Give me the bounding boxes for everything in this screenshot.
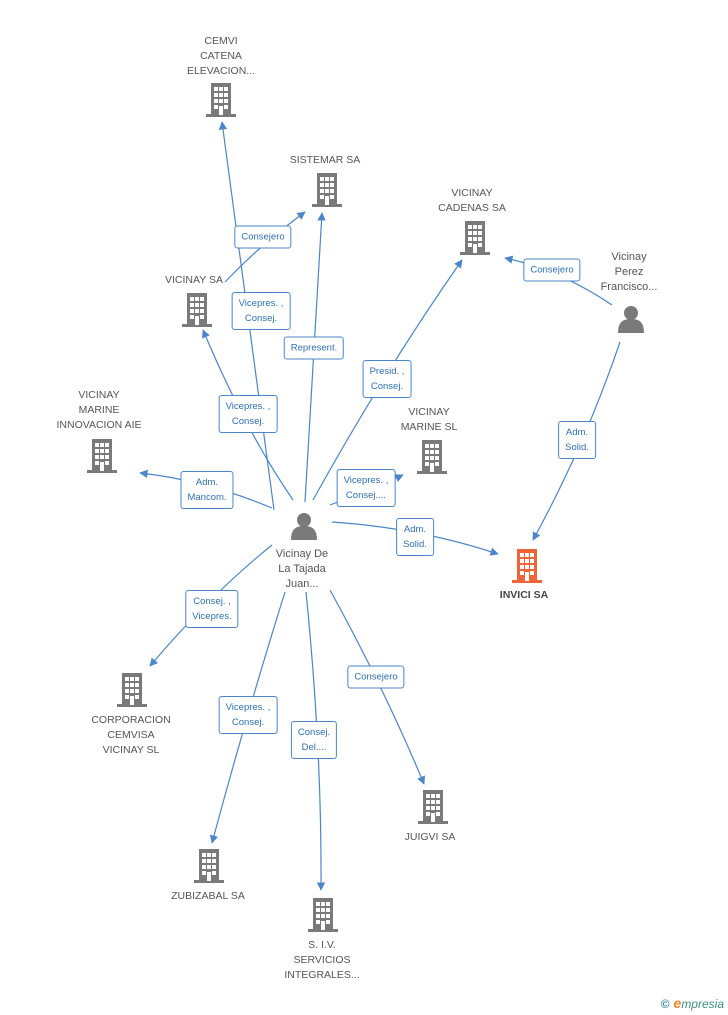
building-icon[interactable]: [206, 83, 236, 117]
edge-label-cadenas-perez[interactable]: Consejero: [523, 258, 581, 282]
building-icon[interactable]: [308, 898, 338, 932]
building-icon[interactable]: [194, 849, 224, 883]
copyright-icon: ©: [660, 997, 670, 1011]
edge-label-corporacion[interactable]: Consej. , Vicepres.: [185, 590, 239, 628]
edge-label-cemvi[interactable]: Vicepres. , Consej.: [231, 292, 291, 330]
node-label-juigvi[interactable]: JUIGVI SA: [404, 831, 456, 843]
edge-label-marine-sl[interactable]: Vicepres. , Consej....: [336, 469, 396, 507]
node-label-cemvi[interactable]: CEMVI CATENA ELEVACION...: [186, 35, 256, 77]
person-icon[interactable]: [291, 513, 317, 540]
node-label-vicinay-perez[interactable]: Vicinay Perez Francisco...: [600, 251, 658, 293]
node-label-corporacion[interactable]: CORPORACION CEMVISA VICINAY SL: [91, 714, 171, 756]
node-label-invici[interactable]: INVICI SA: [499, 589, 549, 601]
edge-label-zubizabal[interactable]: Vicepres. , Consej.: [218, 696, 278, 734]
node-label-vicinay-sa[interactable]: VICINAY SA: [165, 274, 223, 286]
edge-label-invici-juan[interactable]: Adm. Solid.: [396, 518, 434, 556]
node-label-sistemar[interactable]: SISTEMAR SA: [289, 154, 361, 166]
brand-name: mpresia: [681, 997, 724, 1011]
building-icon[interactable]: [87, 439, 117, 473]
node-label-vicinay-cadenas[interactable]: VICINAY CADENAS SA: [438, 187, 506, 214]
building-icon[interactable]: [182, 293, 212, 327]
node-label-vicinay-juan[interactable]: Vicinay De La Tajada Juan...: [275, 548, 329, 590]
icons-layer: [87, 83, 644, 932]
building-icon[interactable]: [117, 673, 147, 707]
brand-initial: e: [673, 995, 682, 1011]
edge-label-sistemar-vicinay-sa[interactable]: Consejero: [234, 225, 292, 249]
node-label-vicinay-marine-aie[interactable]: VICINAY MARINE INNOVACION AIE: [56, 389, 142, 431]
node-label-siv[interactable]: S. I.V. SERVICIOS INTEGRALES...: [284, 939, 360, 981]
node-label-zubizabal[interactable]: ZUBIZABAL SA: [171, 890, 245, 902]
edge-label-cadenas-juan[interactable]: Presid. , Consej.: [362, 360, 412, 398]
edge-label-vicinay-sa[interactable]: Vicepres. , Consej.: [218, 395, 278, 433]
edge-label-juigvi[interactable]: Consejero: [347, 665, 405, 689]
building-icon[interactable]: [460, 221, 490, 255]
person-icon[interactable]: [618, 306, 644, 333]
building-icon[interactable]: [512, 549, 542, 583]
edge-label-marine-aie[interactable]: Adm. Mancom.: [180, 471, 234, 509]
building-icon[interactable]: [417, 440, 447, 474]
footer-brand[interactable]: ©empresia: [661, 995, 724, 1011]
building-icon[interactable]: [312, 173, 342, 207]
building-icon[interactable]: [418, 790, 448, 824]
node-label-vicinay-marine-sl[interactable]: VICINAY MARINE SL: [400, 406, 458, 433]
edge-label-siv[interactable]: Consej. Del....: [290, 721, 338, 759]
edge-label-invici-perez[interactable]: Adm. Solid.: [558, 421, 596, 459]
edge-label-sistemar-juan[interactable]: Represent.: [283, 336, 345, 360]
